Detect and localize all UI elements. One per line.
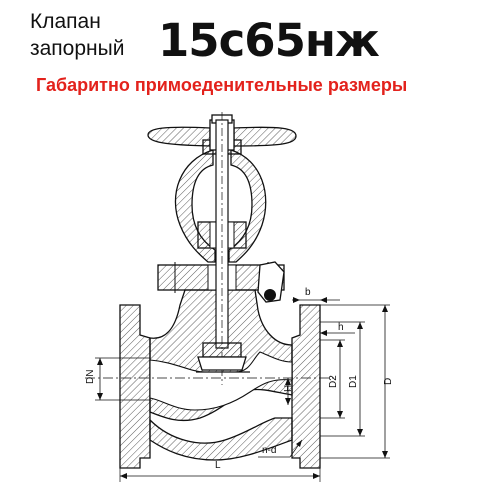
dim-h-lower: h [320,322,355,336]
hex-nut [257,261,285,303]
dim-dn-label: DN [85,370,96,384]
title-line-1: Клапан [30,10,101,33]
subtitle: Габаритно примоеденительные размеры [36,75,408,95]
dim-dn: DN [85,357,150,401]
left-flange [119,304,151,469]
dim-h-upper-label: H [283,385,294,392]
model-number: 15с65нж [158,14,380,67]
dim-b-label: b [305,287,311,298]
dim-b: b [292,287,340,303]
dim-d-label: D [383,378,394,385]
dim-d1-label: D1 [348,375,359,388]
dim-d1: D1 [320,321,365,437]
valve-stem [215,112,229,385]
valve-body [149,289,293,461]
dim-nd-label: n-d [262,445,276,456]
title-line-2: запорный [30,37,125,60]
dim-h-upper: H [283,378,294,405]
valve-disc [196,342,250,373]
right-flange [291,304,321,469]
dim-l: L [119,460,321,482]
dim-nd: n-d [258,439,303,458]
dim-d: D [320,304,394,459]
dim-l-label: L [215,460,221,471]
dim-h-lower-label: h [338,322,344,333]
dim-d2-label: D2 [328,375,339,388]
dim-d2: D2 [320,339,345,419]
